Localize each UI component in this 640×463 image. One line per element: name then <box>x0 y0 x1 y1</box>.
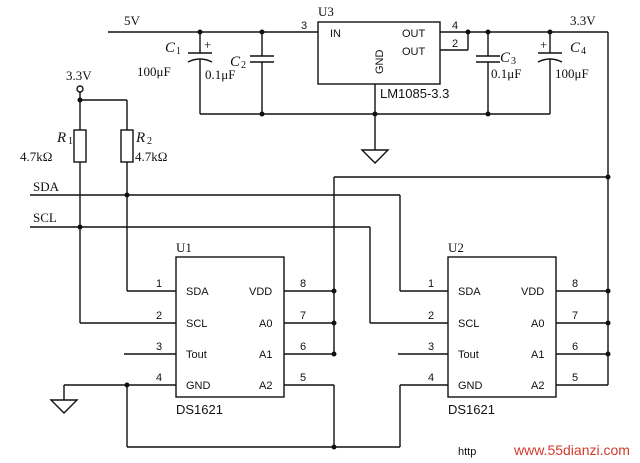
capacitor-c3: C 3 0.1μF <box>476 29 521 117</box>
power-section: 5V 3.3V U3 IN OUT OUT GND 3 4 2 LM1085-3… <box>108 4 609 385</box>
chip-u2-pin5-name: A2 <box>531 380 544 392</box>
chip-u1: U1 DS1621 1 2 3 4 SDA SCL Tout GND 8 7 6… <box>49 177 337 450</box>
chip-u1-ref: U1 <box>176 240 192 255</box>
chip-u2-pin3-num: 3 <box>428 341 434 353</box>
chip-u2-part: DS1621 <box>448 402 495 417</box>
chip-u1-pin4-name: GND <box>186 380 211 392</box>
chip-u2-pin2-num: 2 <box>428 310 434 322</box>
capacitor-c3-sub: 3 <box>511 56 516 67</box>
regulator-pin-out1-num: 4 <box>452 20 458 32</box>
ground-symbol-left <box>49 399 79 414</box>
capacitor-c3-value: 0.1μF <box>491 66 521 81</box>
chip-u1-pin6-name: A1 <box>259 349 272 361</box>
chip-u2-pin1-name: SDA <box>458 286 481 298</box>
bus-sda-label: SDA <box>33 179 60 194</box>
watermark-site: www.55dianzi.com <box>513 442 630 458</box>
chip-u1-pin8-num: 8 <box>300 278 306 290</box>
chip-u2-pin4-name: GND <box>458 380 483 392</box>
chip-u1-part: DS1621 <box>176 402 223 417</box>
capacitor-c4-value: 100μF <box>555 66 589 81</box>
chip-u1-pin1-num: 1 <box>156 278 162 290</box>
capacitor-c4-polarity: + <box>540 37 547 52</box>
capacitor-c4: + C 4 100μF <box>537 29 589 114</box>
regulator-pin-out2-num: 2 <box>452 38 458 50</box>
resistor-r2: R 2 4.7kΩ <box>120 129 167 164</box>
pullup-section: 3.3V R 1 4.7kΩ R 2 4.7kΩ SDA SCL <box>20 68 611 323</box>
regulator-pin-out2: OUT <box>402 46 426 58</box>
chip-u1-pin3-num: 3 <box>156 341 162 353</box>
chip-u2-pin8-name: VDD <box>521 286 544 298</box>
chip-u1-pin4-num: 4 <box>156 372 162 384</box>
regulator-pin-out1: OUT <box>402 28 426 40</box>
chip-u1-pin5-num: 5 <box>300 372 306 384</box>
chip-u2-pin8-num: 8 <box>572 278 578 290</box>
chip-u2-ref: U2 <box>448 240 464 255</box>
capacitor-c1-polarity: + <box>204 37 211 52</box>
resistor-r1-ref: R <box>56 130 66 146</box>
chip-u2-pin6-num: 6 <box>572 341 578 353</box>
watermark-prefix: http <box>458 446 476 458</box>
regulator-pin-in: IN <box>330 28 341 40</box>
chip-u2-pin2-name: SCL <box>458 318 479 330</box>
chip-u1-pin2-num: 2 <box>156 310 162 322</box>
resistor-r2-sub: 2 <box>147 136 152 147</box>
rail-3v3-label: 3.3V <box>570 13 596 28</box>
chip-u1-pin5-name: A2 <box>259 380 272 392</box>
regulator-body <box>317 21 441 85</box>
chip-u1-pin7-name: A0 <box>259 318 272 330</box>
chip-u2-pin3-name: Tout <box>458 349 479 361</box>
regulator-pin-gnd: GND <box>374 50 386 75</box>
chip-u2-pin6-name: A1 <box>531 349 544 361</box>
chip-u2-pin4-num: 4 <box>428 372 434 384</box>
capacitor-c2-value: 0.1μF <box>205 67 235 82</box>
capacitor-c1-ref: C <box>165 40 176 56</box>
capacitor-c1-value: 100μF <box>137 64 171 79</box>
capacitor-c4-ref: C <box>570 40 581 56</box>
ground-symbol-regulator <box>360 149 390 164</box>
chip-u2-pin1-num: 1 <box>428 278 434 290</box>
capacitor-c2: C 2 0.1μF <box>205 29 274 117</box>
chip-u2-body <box>447 256 557 398</box>
capacitor-c1: + C 1 100μF <box>137 29 213 114</box>
resistor-r2-value: 4.7kΩ <box>135 149 167 164</box>
chip-u1-pin8-name: VDD <box>249 286 272 298</box>
chip-u2: U2 DS1621 1 2 3 4 SDA SCL Tout GND 8 7 6… <box>370 240 611 417</box>
bus-scl-label: SCL <box>33 210 57 225</box>
watermark: http www.55dianzi.com <box>458 442 630 458</box>
capacitor-c4-sub: 4 <box>581 46 586 57</box>
regulator-ref: U3 <box>318 4 334 19</box>
chip-u1-pin3-name: Tout <box>186 349 207 361</box>
pullup-terminal <box>76 85 84 93</box>
resistor-r2-ref: R <box>135 130 145 146</box>
resistor-r1-sub: 1 <box>68 136 73 147</box>
capacitor-c2-sub: 2 <box>241 60 246 71</box>
chip-u2-pin7-name: A0 <box>531 318 544 330</box>
regulator-pin-in-num: 3 <box>301 20 307 32</box>
chip-u2-pin5-num: 5 <box>572 372 578 384</box>
chip-u1-pin2-name: SCL <box>186 318 207 330</box>
chip-u1-pin6-num: 6 <box>300 341 306 353</box>
chip-u1-pin7-num: 7 <box>300 310 306 322</box>
capacitor-c2-ref: C <box>230 54 241 70</box>
rail-5v-label: 5V <box>124 13 141 28</box>
chip-u1-pin1-name: SDA <box>186 286 209 298</box>
chip-u2-pin7-num: 7 <box>572 310 578 322</box>
resistor-r1-value: 4.7kΩ <box>20 149 52 164</box>
capacitor-c3-ref: C <box>500 50 511 66</box>
regulator-part: LM1085-3.3 <box>380 86 449 101</box>
chip-u1-body <box>175 256 285 398</box>
pullup-voltage-label: 3.3V <box>66 68 92 83</box>
capacitor-c1-sub: 1 <box>176 46 181 57</box>
resistor-r1: R 1 4.7kΩ <box>20 129 87 164</box>
